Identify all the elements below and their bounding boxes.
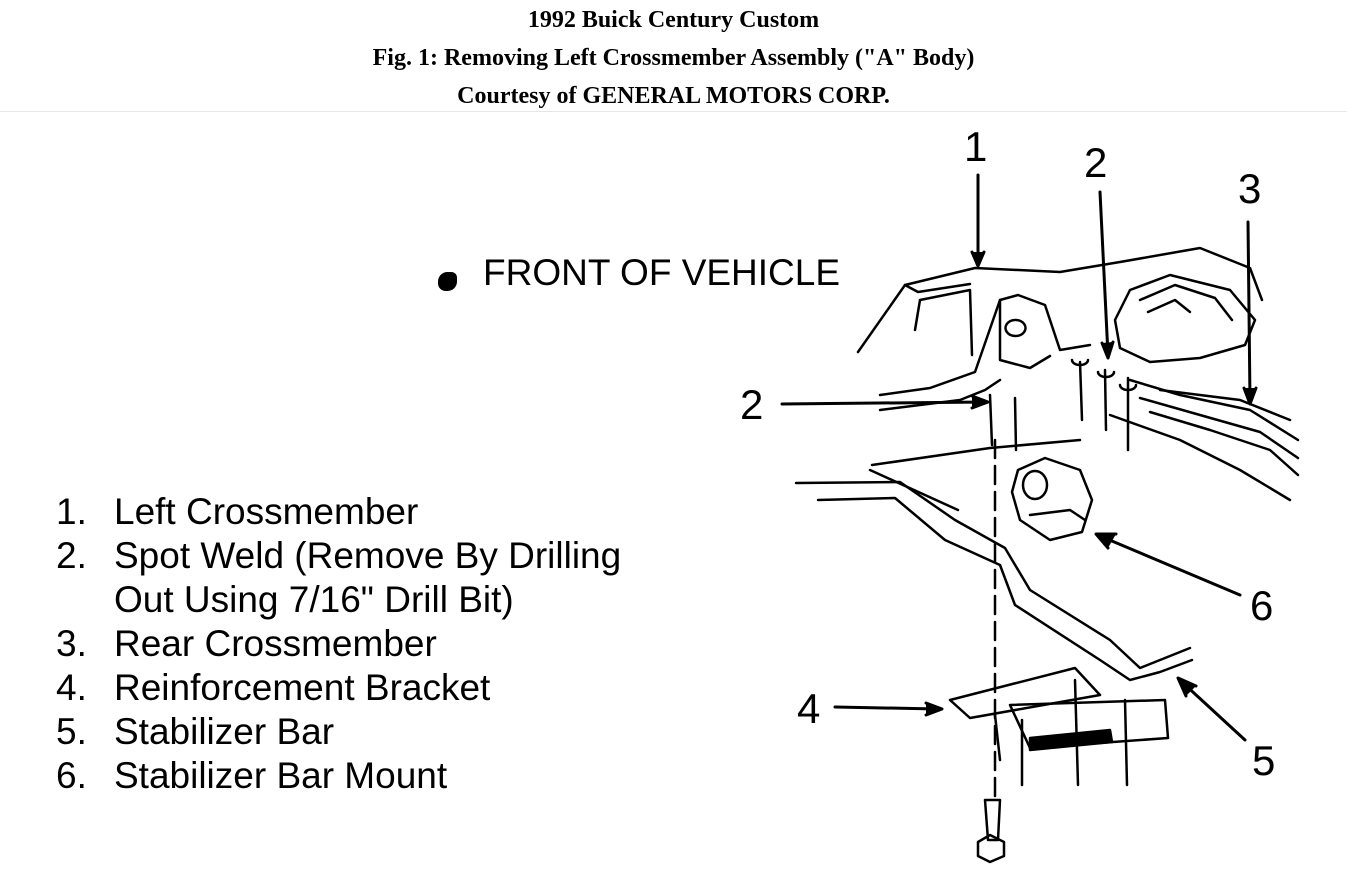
direction-arrow-icon xyxy=(438,271,457,291)
rear-crossmember-shape xyxy=(1108,273,1300,502)
leader-arrow-4 xyxy=(833,705,940,711)
leader-arrow-6 xyxy=(1098,534,1242,597)
callout-3: 3 xyxy=(1238,165,1262,212)
leader-arrow-2-left xyxy=(780,400,987,406)
legend-text: Rear Crossmember xyxy=(114,623,437,664)
stabilizer-bar-shape xyxy=(794,468,1194,682)
arrowhead-5 xyxy=(1176,676,1198,698)
reinforcement-bracket-shape xyxy=(948,666,1170,787)
courtesy-line: Courtesy of GENERAL MOTORS CORP. xyxy=(457,83,890,109)
figure-caption: Fig. 1: Removing Left Crossmember Assemb… xyxy=(372,45,975,71)
legend-text: Left Crossmember xyxy=(114,491,419,532)
callout-1: 1 xyxy=(964,123,988,170)
callout-2-left: 2 xyxy=(740,381,764,428)
callout-2-top: 2 xyxy=(1084,139,1108,186)
legend-item: 3. Rear Crossmember xyxy=(56,622,621,666)
legend-number: 5. xyxy=(56,711,87,752)
callout-5: 5 xyxy=(1252,737,1276,784)
arrowhead-1 xyxy=(970,250,986,268)
bolt-shape xyxy=(976,438,1006,864)
callout-6: 6 xyxy=(1250,582,1274,629)
leader-arrow-3 xyxy=(1246,220,1252,402)
figure-header: 1992 Buick Century Custom Fig. 1: Removi… xyxy=(0,0,1347,112)
spot-weld-studs xyxy=(870,358,1138,467)
front-of-vehicle-indicator: FRONT OF VEHICLE xyxy=(438,252,840,294)
legend-text: Stabilizer Bar xyxy=(114,711,335,752)
arrowhead-2-top xyxy=(1100,340,1115,360)
legend-text: Stabilizer Bar Mount xyxy=(114,755,448,796)
legend-text: Out Using 7/16" Drill Bit) xyxy=(114,579,514,620)
legend-item: 4. Reinforcement Bracket xyxy=(56,666,621,710)
left-crossmember-shape xyxy=(856,246,1264,412)
legend-item-continuation: Out Using 7/16" Drill Bit) xyxy=(56,578,621,622)
legend-number: 1. xyxy=(56,491,87,532)
arrowhead-6 xyxy=(1094,532,1118,550)
legend-number: 6. xyxy=(56,755,87,796)
legend-number: 3. xyxy=(56,623,87,664)
front-of-vehicle-label: FRONT OF VEHICLE xyxy=(483,252,841,293)
leader-arrow-5 xyxy=(1180,680,1247,742)
legend-number: 4. xyxy=(56,667,87,708)
callout-4: 4 xyxy=(797,685,821,732)
arrowhead-2-left xyxy=(970,394,990,410)
legend-item: 6. Stabilizer Bar Mount xyxy=(56,754,621,798)
legend-item: 2. Spot Weld (Remove By Drilling xyxy=(56,534,621,578)
legend-text: Reinforcement Bracket xyxy=(114,667,491,708)
arrowhead-4 xyxy=(924,701,944,717)
legend-text: Spot Weld (Remove By Drilling xyxy=(114,535,622,576)
legend-number: 2. xyxy=(56,535,87,576)
parts-legend: 1. Left Crossmember 2. Spot Weld (Remove B… xyxy=(56,490,621,798)
arrowhead-3 xyxy=(1242,386,1258,406)
stabilizer-bar-mount-shape xyxy=(1010,456,1094,542)
legend-item: 1. Left Crossmember xyxy=(56,490,621,534)
legend-item: 5. Stabilizer Bar xyxy=(56,710,621,754)
page-title: 1992 Buick Century Custom xyxy=(527,7,820,33)
leader-arrow-2-top xyxy=(1098,190,1110,357)
leader-arrows xyxy=(780,173,1258,742)
